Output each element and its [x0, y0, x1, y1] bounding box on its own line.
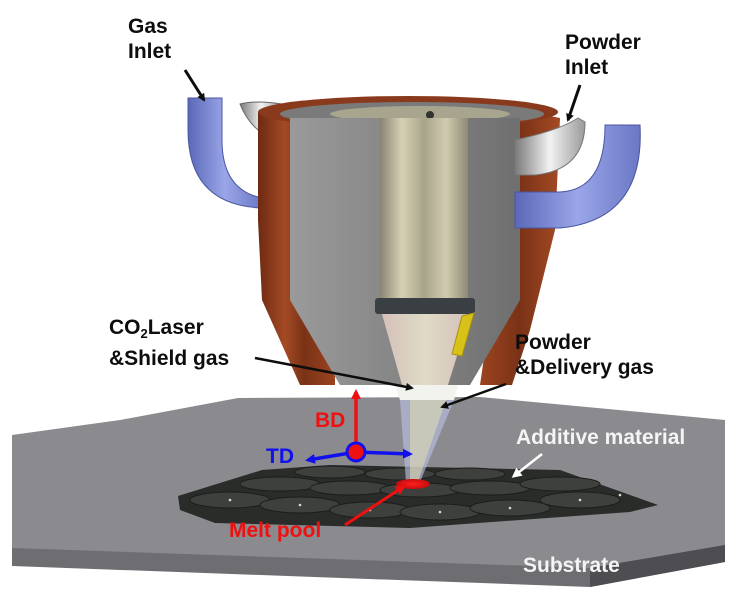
- gas-inlet-label-line1: Gas: [128, 15, 168, 38]
- powder-delivery-label: Powder &Delivery gas: [515, 330, 654, 380]
- powder-delivery-line2: &Delivery gas: [515, 356, 654, 379]
- gas-outlet-tube: [514, 124, 641, 229]
- bd-axis-label: BD: [315, 409, 346, 432]
- melt-pool-arrow: [344, 485, 406, 527]
- coordinate-axes: [305, 389, 413, 464]
- gas-inlet-arrow: [183, 69, 206, 102]
- powder-delivery-arrow: [440, 382, 507, 409]
- laser-shield-label: CO2Laser &Shield gas: [109, 315, 229, 371]
- additive-material-arrow: [511, 453, 543, 478]
- laser-label-line2: &Shield gas: [109, 347, 230, 370]
- gas-inlet-label-line2: Inlet: [128, 40, 172, 63]
- additive-material-label: Additive material: [516, 426, 686, 449]
- laser-shield-arrow: [254, 356, 414, 391]
- substrate-label: Substrate: [523, 554, 620, 577]
- td-axis-label: TD: [266, 445, 294, 468]
- laser-co: CO: [109, 316, 141, 339]
- powder-inlet-tube: [514, 117, 586, 176]
- powder-inlet-label-line2: Inlet: [565, 56, 609, 79]
- nozzle-body: [258, 96, 560, 482]
- gas-inlet-label: Gas Inlet: [128, 14, 171, 64]
- laser-subscript: 2: [140, 326, 148, 341]
- lens-ring: [375, 298, 475, 314]
- powder-inlet-label: Powder Inlet: [565, 30, 641, 80]
- powder-inlet-label-line1: Powder: [565, 31, 641, 54]
- laser-word: Laser: [147, 316, 204, 339]
- melt-pool-label: Melt pool: [229, 519, 322, 542]
- powder-inlet-arrow: [566, 84, 582, 122]
- laser-label-line1: CO2Laser: [109, 315, 229, 346]
- powder-delivery-line1: Powder: [515, 331, 591, 354]
- axis-origin: [345, 441, 367, 463]
- additive-material-deposit: [178, 465, 658, 528]
- powder-feed-line: [451, 312, 475, 357]
